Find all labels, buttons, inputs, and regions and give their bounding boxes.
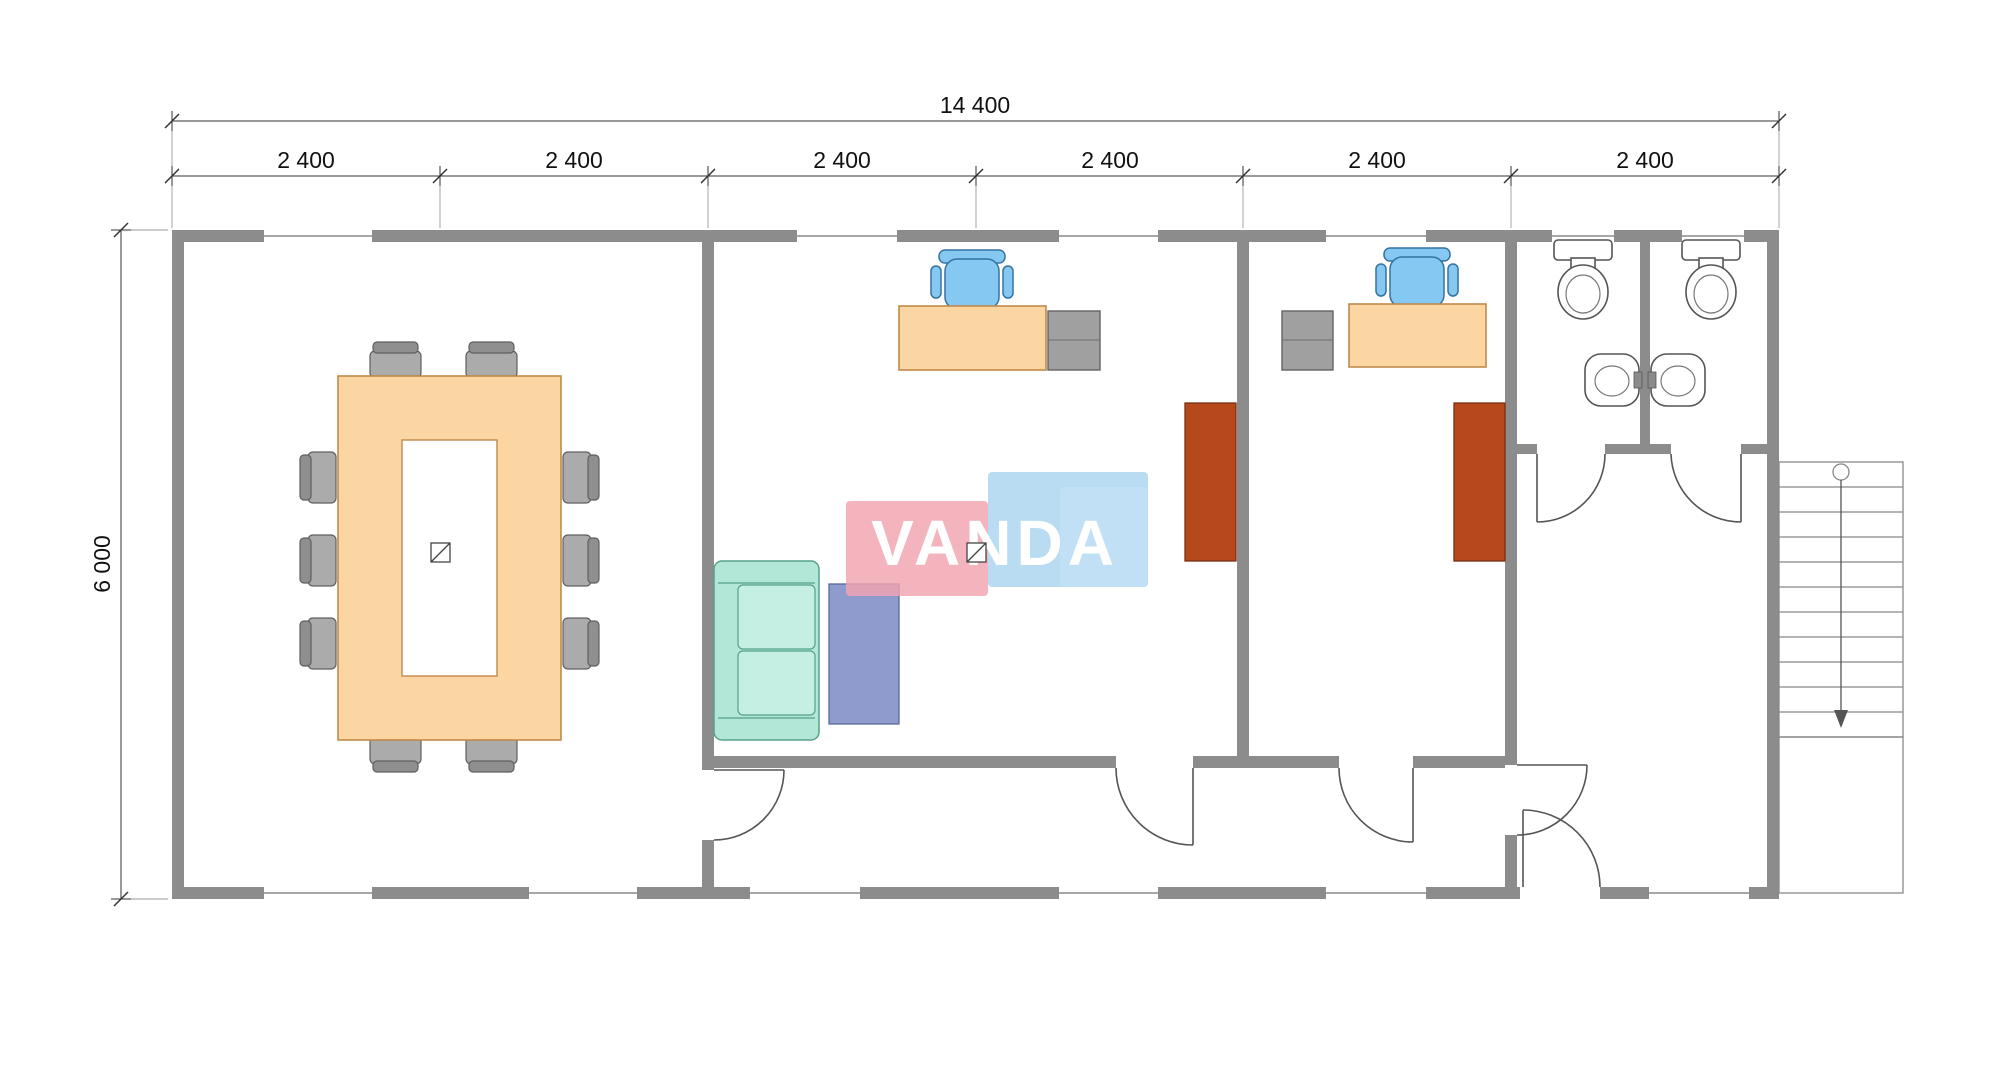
wall-segment xyxy=(714,756,1116,768)
wall-segment xyxy=(172,242,184,887)
wall-segment xyxy=(702,840,714,887)
dim-label-bay-5: 2 400 xyxy=(1348,147,1406,173)
dim-label-bay-6: 2 400 xyxy=(1616,147,1674,173)
conference-chair xyxy=(299,451,337,504)
window xyxy=(1059,887,1158,899)
desk xyxy=(898,305,1047,371)
wall-segment xyxy=(1517,444,1537,454)
dim-label-bay-2: 2 400 xyxy=(545,147,603,173)
toilet-icon xyxy=(1681,239,1741,320)
office-2 xyxy=(1281,247,1506,562)
wardrobe xyxy=(1453,402,1506,562)
dim-ticks-bays xyxy=(164,166,1787,186)
conference-chair xyxy=(562,617,600,670)
desk xyxy=(1348,303,1487,368)
wall-segment xyxy=(1640,242,1650,454)
conference-chair xyxy=(562,451,600,504)
wall-segment xyxy=(1741,444,1767,454)
door-conference-room xyxy=(713,769,785,841)
dim-ticks-total xyxy=(164,111,1787,131)
wall-segment xyxy=(702,242,714,770)
dim-label-total: 14 400 xyxy=(940,92,1010,118)
window xyxy=(264,887,372,899)
dim-label-bay-1: 2 400 xyxy=(277,147,335,173)
window xyxy=(1649,887,1749,899)
wall-segment xyxy=(1237,242,1249,768)
column-symbol xyxy=(966,542,987,563)
door-wc-1 xyxy=(1536,453,1606,523)
window xyxy=(1326,887,1426,899)
sink-icon xyxy=(1584,353,1643,407)
window xyxy=(797,230,897,242)
wall-segment xyxy=(1605,444,1671,454)
window xyxy=(1682,230,1744,242)
window xyxy=(529,887,637,899)
stairs xyxy=(1778,461,1904,894)
wall-segment xyxy=(1193,756,1339,768)
window xyxy=(264,230,372,242)
entrance-opening xyxy=(1520,887,1600,899)
dim-ticks-height xyxy=(111,222,131,907)
office-chair xyxy=(1375,247,1459,308)
office-chair xyxy=(930,249,1014,310)
coffee-table xyxy=(828,583,900,725)
window xyxy=(1552,230,1614,242)
watermark-blue-light-block xyxy=(1060,487,1148,587)
sofa xyxy=(713,560,820,741)
desk-cabinet xyxy=(1047,310,1101,371)
windows xyxy=(264,230,1749,899)
conference-chair xyxy=(299,617,337,670)
window xyxy=(750,887,860,899)
column-symbol xyxy=(430,542,451,563)
office-1 xyxy=(713,249,1237,741)
watermark-text: VANDA xyxy=(871,507,1119,579)
conference-chair xyxy=(562,534,600,587)
door-office-2 xyxy=(1338,767,1414,843)
watermark-pink-block xyxy=(846,501,988,596)
window xyxy=(1059,230,1158,242)
wardrobe xyxy=(1184,402,1237,562)
conference-chair xyxy=(369,736,422,773)
toilet-icon xyxy=(1553,239,1613,320)
window xyxy=(1326,230,1426,242)
wall-segment xyxy=(1505,242,1517,765)
wall-segment xyxy=(1413,756,1505,768)
wall-segment xyxy=(172,230,1779,242)
desk-cabinet xyxy=(1281,310,1334,371)
door-hall xyxy=(1516,764,1588,836)
door-entrance xyxy=(1522,809,1601,888)
conference-chair xyxy=(299,534,337,587)
stair-direction-arrow xyxy=(1832,463,1850,728)
wall-segment xyxy=(1767,242,1779,887)
sink-icon xyxy=(1647,353,1706,407)
conference-chair xyxy=(465,736,518,773)
door-office-1 xyxy=(1115,767,1194,846)
columns xyxy=(430,542,987,563)
doors xyxy=(713,453,1742,888)
door-wc-2 xyxy=(1670,453,1742,523)
stair-landing xyxy=(1778,736,1904,894)
conference-chair xyxy=(369,341,422,379)
wc-area xyxy=(1553,239,1741,407)
dim-label-height: 6 000 xyxy=(89,535,115,593)
watermark-logo: VANDA xyxy=(846,472,1148,596)
dimensions: 14 400 2 400 2 400 2 400 2 400 2 400 2 4… xyxy=(89,92,1787,907)
dim-label-bay-3: 2 400 xyxy=(813,147,871,173)
wall-segment xyxy=(1505,835,1517,887)
conference-chair xyxy=(465,341,518,379)
dim-label-bay-4: 2 400 xyxy=(1081,147,1139,173)
